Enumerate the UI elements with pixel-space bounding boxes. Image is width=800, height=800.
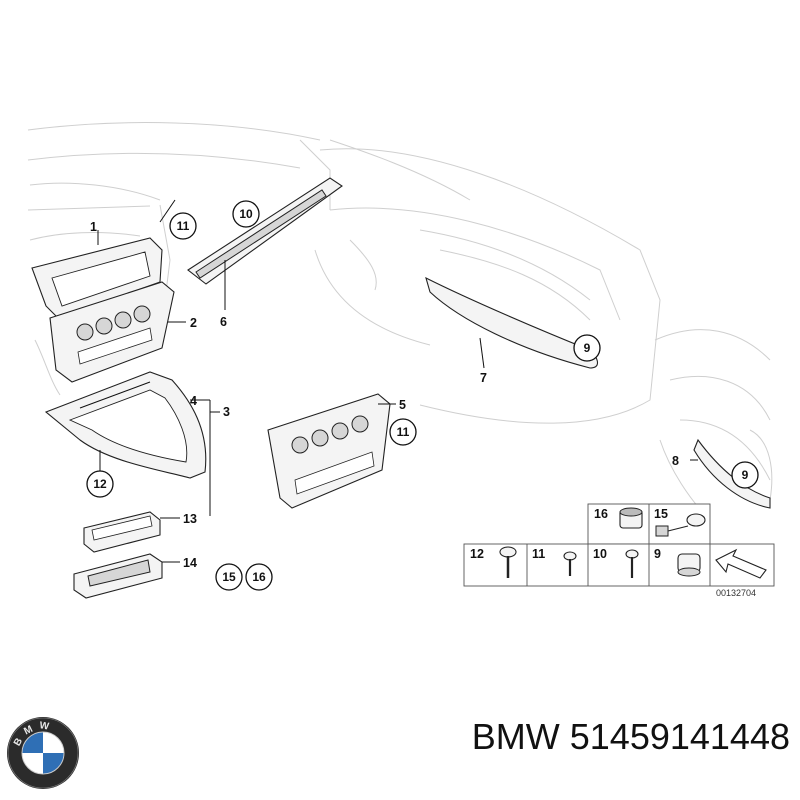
part-8-rear-trim <box>693 438 771 509</box>
connector-icon <box>655 513 706 537</box>
circled-callout-12: 12 <box>86 470 114 498</box>
part-2-vent-panel <box>49 281 175 383</box>
hardware-label-16: 16 <box>594 507 608 521</box>
part-5-vent-panel <box>267 393 391 509</box>
part-7-door-trim <box>425 276 599 369</box>
dashboard-ghost-outline <box>27 122 471 396</box>
bmw-logo: BMW <box>7 717 79 789</box>
svg-text:11: 11 <box>177 219 190 233</box>
circled-callouts: 11 10 9 11 12 9 15 16 <box>86 200 759 591</box>
part-3-console-trim <box>44 371 207 479</box>
leader-lines <box>97 199 698 563</box>
circled-callout-10: 10 <box>232 200 260 228</box>
callout-13: 13 <box>183 512 197 526</box>
part-14-insert <box>73 553 163 599</box>
screw-icon-11 <box>563 551 577 576</box>
circled-callout-9-top: 9 <box>573 334 601 362</box>
screw-icon-10 <box>625 549 639 578</box>
svg-text:10: 10 <box>239 207 253 221</box>
socket-icon <box>619 507 643 529</box>
svg-text:11: 11 <box>397 425 410 439</box>
callout-3: 3 <box>223 405 230 419</box>
part-1-bezel <box>31 237 163 319</box>
circled-callout-11-right: 11 <box>389 418 417 446</box>
hardware-label-11: 11 <box>532 547 545 561</box>
callout-5: 5 <box>399 398 406 412</box>
diagram-code: 00132704 <box>716 588 756 598</box>
callout-1: 1 <box>90 220 97 234</box>
part-number: 51459141448 <box>569 716 790 757</box>
clip-icon <box>677 553 701 577</box>
callout-7: 7 <box>480 371 487 385</box>
svg-text:15: 15 <box>222 570 236 584</box>
circled-callout-11-top: 11 <box>169 212 197 240</box>
circled-callout-15: 15 <box>215 563 243 591</box>
hardware-label-10: 10 <box>593 547 607 561</box>
callout-8: 8 <box>672 454 679 468</box>
circled-callout-16: 16 <box>245 563 273 591</box>
svg-text:16: 16 <box>252 570 266 584</box>
callout-4: 4 <box>190 394 197 408</box>
brand-name: BMW <box>471 716 560 757</box>
screw-icon-12 <box>499 546 517 578</box>
callout-2: 2 <box>190 316 197 330</box>
callout-6: 6 <box>220 315 227 329</box>
part-6-trim-strip <box>187 177 343 285</box>
direction-arrow-icon <box>715 548 767 579</box>
svg-text:12: 12 <box>93 477 107 491</box>
hardware-label-12: 12 <box>470 547 484 561</box>
callout-numbers: 1 2 3 4 5 6 7 8 13 14 <box>90 220 679 570</box>
hardware-label-15: 15 <box>654 507 668 521</box>
door-ghost-outline <box>314 148 773 521</box>
part-13-insert <box>83 511 161 553</box>
svg-text:9: 9 <box>742 468 749 482</box>
callout-14: 14 <box>183 556 197 570</box>
svg-text:9: 9 <box>584 341 591 355</box>
hardware-label-9: 9 <box>654 547 661 561</box>
brand-part-number: BMW 51459141448 <box>410 716 790 758</box>
circled-callout-9-rear: 9 <box>731 461 759 489</box>
hardware-box: 16 15 12 11 10 9 <box>463 503 775 598</box>
